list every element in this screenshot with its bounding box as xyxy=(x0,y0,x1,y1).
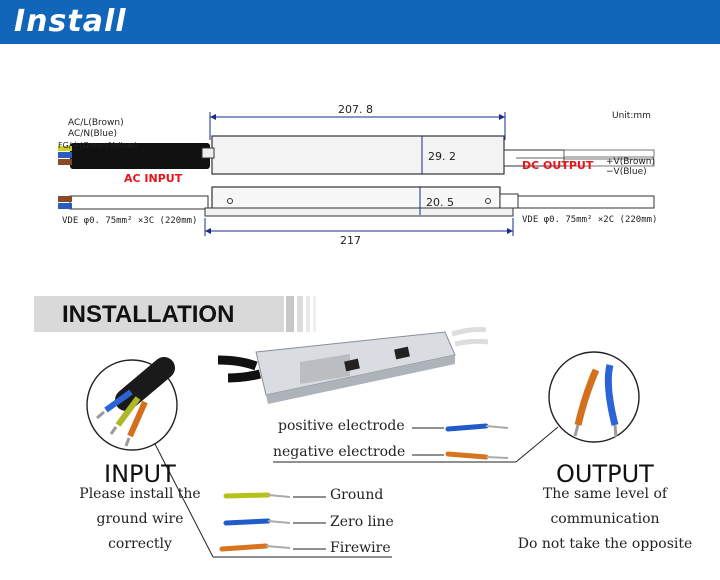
height-label: 29. 2 xyxy=(428,150,456,163)
ac-l-label: AC/L(Brown) xyxy=(68,118,124,128)
fg-label: FG/⏚(Green/Yellow) xyxy=(58,141,138,150)
ac-input-label: AC INPUT xyxy=(124,172,183,185)
input-desc-line: ground wire xyxy=(96,511,184,527)
negative-electrode-label: negative electrode xyxy=(273,444,406,460)
output-cable-spec: VDE φ0. 75mm² ×2C (220mm) xyxy=(522,215,658,225)
input-title: INPUT xyxy=(104,460,176,488)
output-desc-line: Do not take the opposite xyxy=(517,536,693,552)
output-desc-line: The same level of xyxy=(542,486,668,502)
depth-label: 20. 5 xyxy=(426,196,454,209)
pos-v-label: +V(Brown) xyxy=(606,157,655,167)
output-description: The same level of communication Do not t… xyxy=(505,482,705,557)
header-banner xyxy=(0,0,720,44)
length-bottom-label: 217 xyxy=(340,234,361,247)
output-desc-line: communication xyxy=(550,511,660,527)
firewire-label: Firewire xyxy=(330,540,391,556)
input-desc-line: correctly xyxy=(108,536,172,552)
neg-v-label: −V(Blue) xyxy=(606,167,647,177)
zero-line-label: Zero line xyxy=(330,514,394,530)
banner-title: Install xyxy=(14,4,127,39)
unit-label: Unit:mm xyxy=(612,111,651,121)
installation-title-bar xyxy=(34,296,284,332)
ground-label: Ground xyxy=(330,487,384,503)
installation-title: INSTALLATION xyxy=(62,301,235,328)
ac-n-label: AC/N(Blue) xyxy=(68,129,117,139)
input-desc-line: Please install the xyxy=(79,486,201,502)
output-title: OUTPUT xyxy=(556,460,654,488)
dc-output-label: DC OUTPUT xyxy=(522,159,594,172)
positive-electrode-label: positive electrode xyxy=(278,418,405,434)
input-description: Please install the ground wire correctly xyxy=(60,482,220,557)
length-top-label: 207. 8 xyxy=(338,103,373,116)
input-cable-spec: VDE φ0. 75mm² ×3C (220mm) xyxy=(62,216,198,226)
